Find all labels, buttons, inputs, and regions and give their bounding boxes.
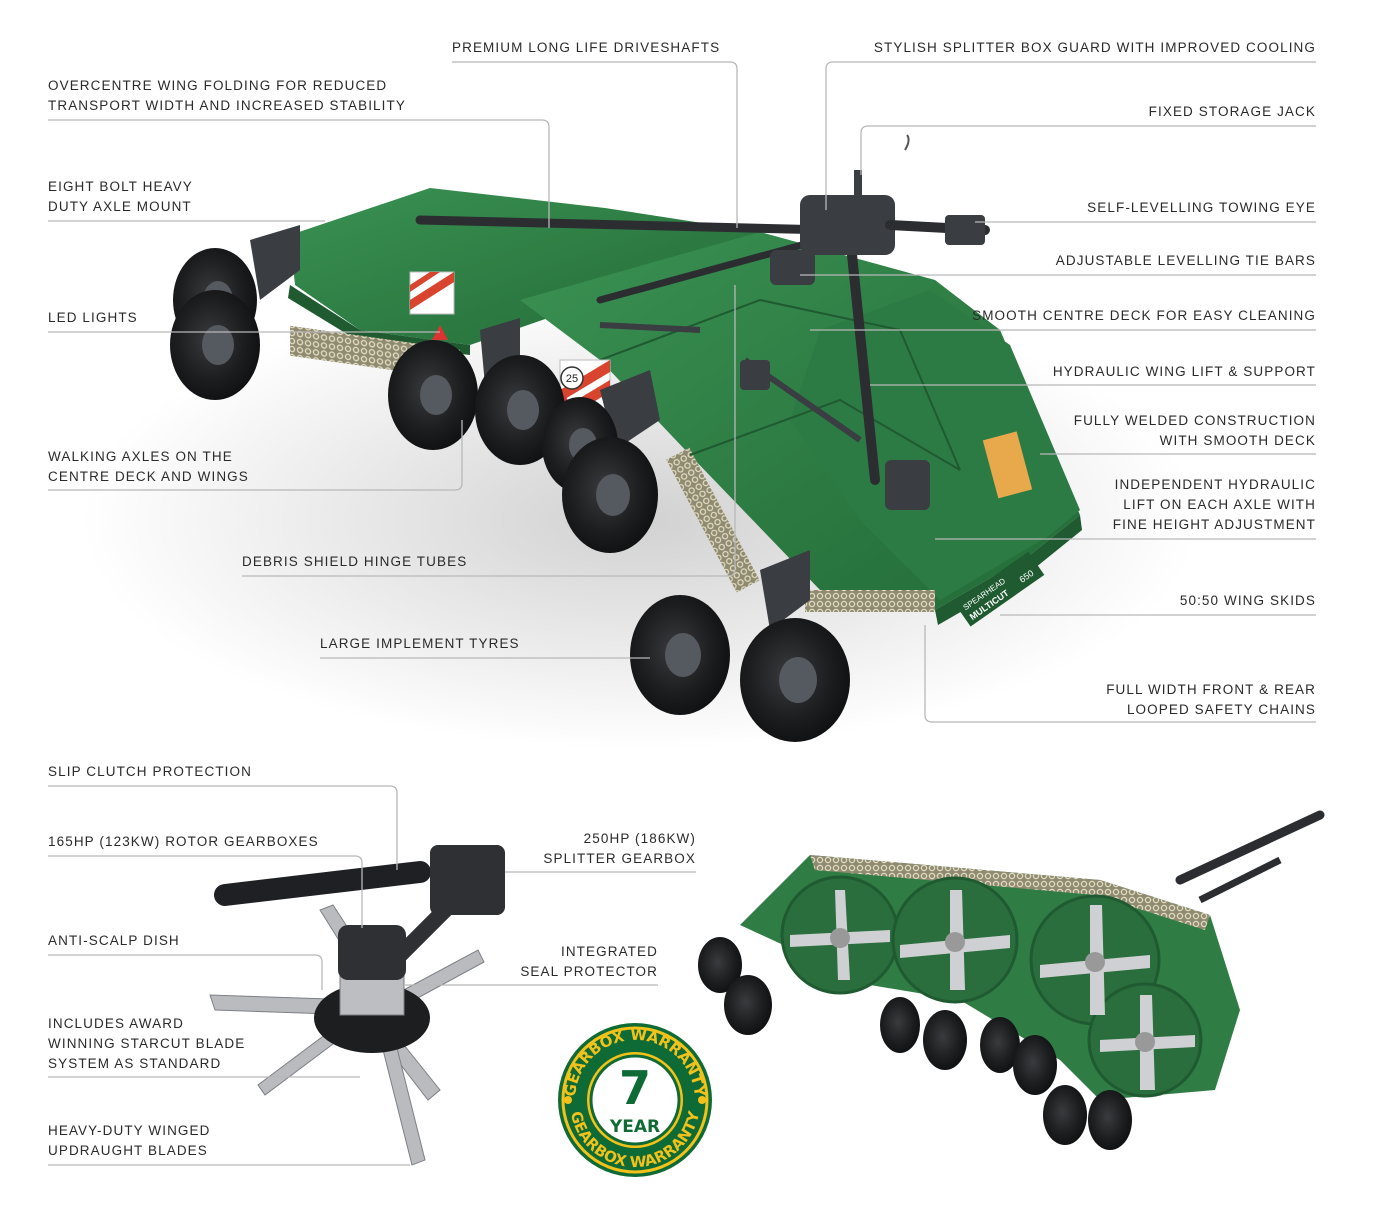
label-debris-tubes: DEBRIS SHIELD HINGE TUBES bbox=[242, 554, 468, 569]
input-driveshaft bbox=[214, 861, 431, 906]
tyre bbox=[1088, 1090, 1132, 1150]
label-seal-line2: SEAL PROTECTOR bbox=[520, 964, 658, 979]
label-walking-line2: CENTRE DECK AND WINGS bbox=[48, 469, 249, 484]
label-towing-eye: SELF-LEVELLING TOWING EYE bbox=[1087, 200, 1316, 215]
badge-number: 7 bbox=[619, 1061, 651, 1115]
rotor-gearbox bbox=[338, 925, 406, 980]
tyre bbox=[1043, 1085, 1087, 1145]
label-overcentre-folding: OVERCENTRE WING FOLDING FOR REDUCED TRAN… bbox=[48, 76, 406, 116]
label-seal-protector: INTEGRATED SEAL PROTECTOR bbox=[520, 942, 658, 982]
label-walking-axles: WALKING AXLES ON THE CENTRE DECK AND WIN… bbox=[48, 447, 249, 487]
tyre bbox=[724, 975, 772, 1035]
tyre bbox=[1013, 1035, 1057, 1095]
label-independent-line3: FINE HEIGHT ADJUSTMENT bbox=[1112, 517, 1316, 532]
label-splitter-guard: STYLISH SPLITTER BOX GUARD WITH IMPROVED… bbox=[873, 40, 1316, 55]
label-smooth-deck: SMOOTH CENTRE DECK FOR EASY CLEANING bbox=[972, 308, 1316, 323]
label-large-tyres: LARGE IMPLEMENT TYRES bbox=[320, 636, 520, 651]
label-anti-scalp: ANTI-SCALP DISH bbox=[48, 933, 180, 948]
label-chains-line1: FULL WIDTH FRONT & REAR bbox=[1106, 682, 1316, 697]
seal-protector bbox=[339, 974, 405, 1016]
label-blades-line1: HEAVY-DUTY WINGED bbox=[48, 1123, 211, 1138]
speed-sign-text: 25 bbox=[566, 373, 578, 385]
tyre bbox=[698, 937, 742, 993]
tyre bbox=[562, 437, 658, 553]
label-premium-driveshafts: PREMIUM LONG LIFE DRIVESHAFTS bbox=[452, 40, 721, 55]
label-blades-line2: UPDRAUGHT BLADES bbox=[48, 1143, 208, 1158]
tyre bbox=[630, 595, 730, 715]
label-splitter-gearbox-line1: 250HP (186KW) bbox=[583, 831, 696, 846]
splitter-gearbox bbox=[800, 195, 895, 255]
driveshaft-centre bbox=[845, 230, 880, 485]
main-mower: 25 SPEARHEAD MULTICUT 650 bbox=[80, 134, 1200, 750]
label-starcut-blade: INCLUDES AWARD WINNING STARCUT BLADE SYS… bbox=[48, 1014, 245, 1074]
label-slip-clutch: SLIP CLUTCH PROTECTION bbox=[48, 764, 252, 779]
label-starcut-line1: INCLUDES AWARD bbox=[48, 1016, 184, 1031]
label-walking-line1: WALKING AXLES ON THE bbox=[48, 449, 233, 464]
label-overcentre-line2: TRANSPORT WIDTH AND INCREASED STABILITY bbox=[48, 98, 406, 113]
tyre bbox=[740, 618, 850, 742]
label-tie-bars: ADJUSTABLE LEVELLING TIE BARS bbox=[1055, 253, 1316, 268]
label-welded-line2: WITH SMOOTH DECK bbox=[1159, 433, 1316, 448]
tyre bbox=[980, 1017, 1020, 1073]
underside-mower bbox=[698, 810, 1325, 1150]
gearbox-blade-assembly bbox=[209, 845, 505, 1166]
tyre bbox=[880, 997, 920, 1053]
label-wing-lift: HYDRAULIC WING LIFT & SUPPORT bbox=[1052, 364, 1316, 379]
label-independent-lift: INDEPENDENT HYDRAULIC LIFT ON EACH AXLE … bbox=[1113, 475, 1316, 535]
tyre bbox=[388, 340, 478, 450]
badge-unit: YEAR bbox=[609, 1117, 660, 1137]
front-chain bbox=[805, 590, 935, 612]
label-independent-line2: LIFT ON EACH AXLE WITH bbox=[1123, 497, 1316, 512]
label-starcut-line3: SYSTEM AS STANDARD bbox=[48, 1056, 222, 1071]
label-independent-line1: INDEPENDENT HYDRAULIC bbox=[1114, 477, 1316, 492]
label-welded-construction: FULLY WELDED CONSTRUCTION WITH SMOOTH DE… bbox=[1074, 411, 1316, 451]
tyre bbox=[923, 1010, 967, 1070]
label-updraught-blades: HEAVY-DUTY WINGED UPDRAUGHT BLADES bbox=[48, 1121, 210, 1161]
label-rotor-gearboxes: 165HP (123KW) ROTOR GEARBOXES bbox=[48, 834, 319, 849]
label-welded-line1: FULLY WELDED CONSTRUCTION bbox=[1073, 413, 1316, 428]
label-eight-bolt-line2: DUTY AXLE MOUNT bbox=[48, 199, 192, 214]
brand-decal bbox=[954, 551, 1045, 627]
label-storage-jack: FIXED STORAGE JACK bbox=[1148, 104, 1316, 119]
tyre bbox=[170, 290, 260, 400]
label-splitter-gearbox: 250HP (186KW) SPLITTER GEARBOX bbox=[543, 829, 696, 869]
label-safety-chains: FULL WIDTH FRONT & REAR LOOPED SAFETY CH… bbox=[1106, 680, 1316, 720]
label-wing-skids: 50:50 WING SKIDS bbox=[1179, 593, 1316, 608]
splitter-gearbox-detail bbox=[430, 845, 505, 915]
label-overcentre-line1: OVERCENTRE WING FOLDING FOR REDUCED bbox=[48, 78, 388, 93]
label-led-lights: LED LIGHTS bbox=[48, 310, 138, 325]
warranty-badge: GEARBOX WARRANTY GEARBOX WARRANTY 7 YEAR bbox=[558, 1023, 712, 1177]
label-chains-line2: LOOPED SAFETY CHAINS bbox=[1126, 702, 1316, 717]
label-seal-line1: INTEGRATED bbox=[560, 944, 658, 959]
label-eight-bolt-line1: EIGHT BOLT HEAVY bbox=[48, 179, 193, 194]
label-splitter-gearbox-line2: SPLITTER GEARBOX bbox=[543, 851, 696, 866]
label-starcut-line2: WINNING STARCUT BLADE bbox=[48, 1036, 246, 1051]
label-eight-bolt: EIGHT BOLT HEAVY DUTY AXLE MOUNT bbox=[48, 177, 193, 217]
